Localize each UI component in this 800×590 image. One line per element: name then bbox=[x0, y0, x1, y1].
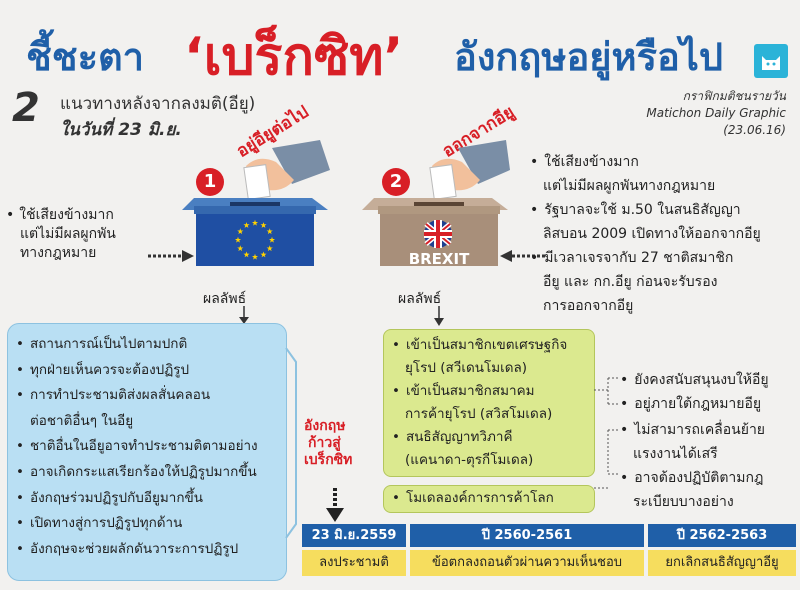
timeline: 23 มิ.ย.2559 ลงประชามติ ปี 2560-2561 ข้อ… bbox=[302, 524, 796, 576]
credit: กราฟิกมติชนรายวัน Matichon Daily Graphic… bbox=[646, 89, 786, 137]
list-item: •อังกฤษจะช่วยผลักดันวาระการปฏิรูป bbox=[16, 540, 239, 557]
list-item: •ทุกฝ่ายเห็นควรจะต้องปฏิรูป bbox=[16, 361, 190, 378]
list-item: •สนธิสัญญาทวิภาคี bbox=[392, 429, 513, 445]
arrow-left-icon bbox=[500, 250, 546, 262]
list-item: •การทำประชามติส่งผลสั่นคลอน bbox=[16, 387, 211, 404]
eu-star-icon bbox=[243, 251, 250, 258]
eu-star-icon bbox=[266, 228, 273, 235]
option2-models-box: •เข้าเป็นสมาชิกเขตเศรษฐกิจ ยุโรป (สวีเดน… bbox=[383, 329, 595, 477]
eu-star-icon bbox=[266, 245, 273, 252]
list-item: •เปิดทางสู่การปฏิรูปทุกด้าน bbox=[16, 515, 183, 532]
title-part1: ชี้ชะตา bbox=[26, 35, 145, 79]
brexit-box-label: BREXIT bbox=[408, 250, 470, 268]
option2-badge: 2 bbox=[382, 168, 410, 196]
path-label: อังกฤษ ก้าวสู่ เบร็กซิท bbox=[304, 418, 353, 468]
option2-result-label: ผลลัพธ์ bbox=[398, 291, 442, 307]
eu-star-icon bbox=[268, 236, 276, 243]
arrow-down-icon bbox=[239, 306, 249, 324]
eu-star-icon bbox=[237, 228, 244, 235]
option2-consequences: •ยังคงสนับสนุนงบให้อียู •อยู่ภายใต้กฎหมา… bbox=[620, 372, 769, 510]
list-item: •สถานการณ์เป็นไปตามปกติ bbox=[16, 336, 188, 352]
option1-results-box: •สถานการณ์เป็นไปตามปกติ •ทุกฝ่ายเห็นควรจ… bbox=[7, 323, 287, 581]
option1-result-label: ผลลัพธ์ bbox=[203, 291, 247, 307]
timeline-step: 23 มิ.ย.2559 ลงประชามติ bbox=[302, 524, 406, 576]
cat-logo-icon bbox=[754, 44, 788, 78]
timeline-step: ปี 2560-2561 ข้อตกลงถอนตัวผ่านความเห็นชอ… bbox=[410, 524, 644, 576]
list-item: •อังกฤษร่วมปฏิรูปกับอียูมากขึ้น bbox=[16, 489, 203, 506]
uk-flag-icon bbox=[424, 220, 452, 248]
eu-star-icon bbox=[234, 236, 242, 243]
arrow-right-icon bbox=[148, 250, 194, 262]
ballot-paper-icon bbox=[243, 164, 271, 200]
list-item: •อาจเกิดกระแสเรียกร้องให้ปฏิรูปมากขึ้น bbox=[16, 463, 257, 480]
list-item: •เข้าเป็นสมาชิกสมาคม bbox=[392, 383, 535, 399]
arrow-down-icon bbox=[326, 488, 344, 522]
title-part3: อังกฤษอยู่หรือไป bbox=[454, 35, 724, 79]
subtitle-line2: ในวันที่ 23 มิ.ย. bbox=[60, 120, 182, 140]
list-item: •เข้าเป็นสมาชิกเขตเศรษฐกิจ bbox=[392, 337, 568, 353]
ballot-paper-icon bbox=[429, 164, 457, 200]
title-part2: ‘เบร็กซิท’ bbox=[184, 27, 404, 87]
eu-star-icon bbox=[251, 219, 259, 226]
timeline-step: ปี 2562-2563 ยกเลิกสนธิสัญญาอียู bbox=[648, 524, 796, 576]
arrow-down-icon bbox=[434, 306, 444, 326]
eu-star-icon bbox=[237, 245, 244, 252]
bracket-icon bbox=[285, 348, 297, 538]
eu-star-icon bbox=[243, 222, 250, 228]
option1-badge: 1 bbox=[196, 168, 224, 196]
subtitle-number: 2 bbox=[12, 85, 40, 131]
sleeve-icon bbox=[458, 140, 510, 184]
eu-star-icon bbox=[251, 253, 259, 260]
option1-side-note: •ใช้เสียงข้างมาก แต่ไม่มีผลผูกพัน ทางกฎห… bbox=[6, 207, 116, 261]
subtitle-line1: แนวทางหลังจากลงมติ(อียู) bbox=[60, 94, 256, 114]
list-item: •ชาติอื่นในอียูอาจทำประชามติตามอย่าง bbox=[16, 438, 258, 455]
option2-side-notes: •ใช้เสียงข้างมาก แต่ไม่มีผลผูกพันทางกฎหม… bbox=[530, 154, 761, 314]
eu-stars-icon bbox=[234, 219, 276, 260]
option2-wto-box: •โมเดลองค์การการค้าโลก bbox=[383, 485, 595, 513]
connector-lines bbox=[594, 377, 620, 489]
eu-star-icon bbox=[260, 251, 267, 258]
option2-ballot-illustration bbox=[362, 140, 510, 266]
eu-star-icon bbox=[260, 222, 267, 228]
